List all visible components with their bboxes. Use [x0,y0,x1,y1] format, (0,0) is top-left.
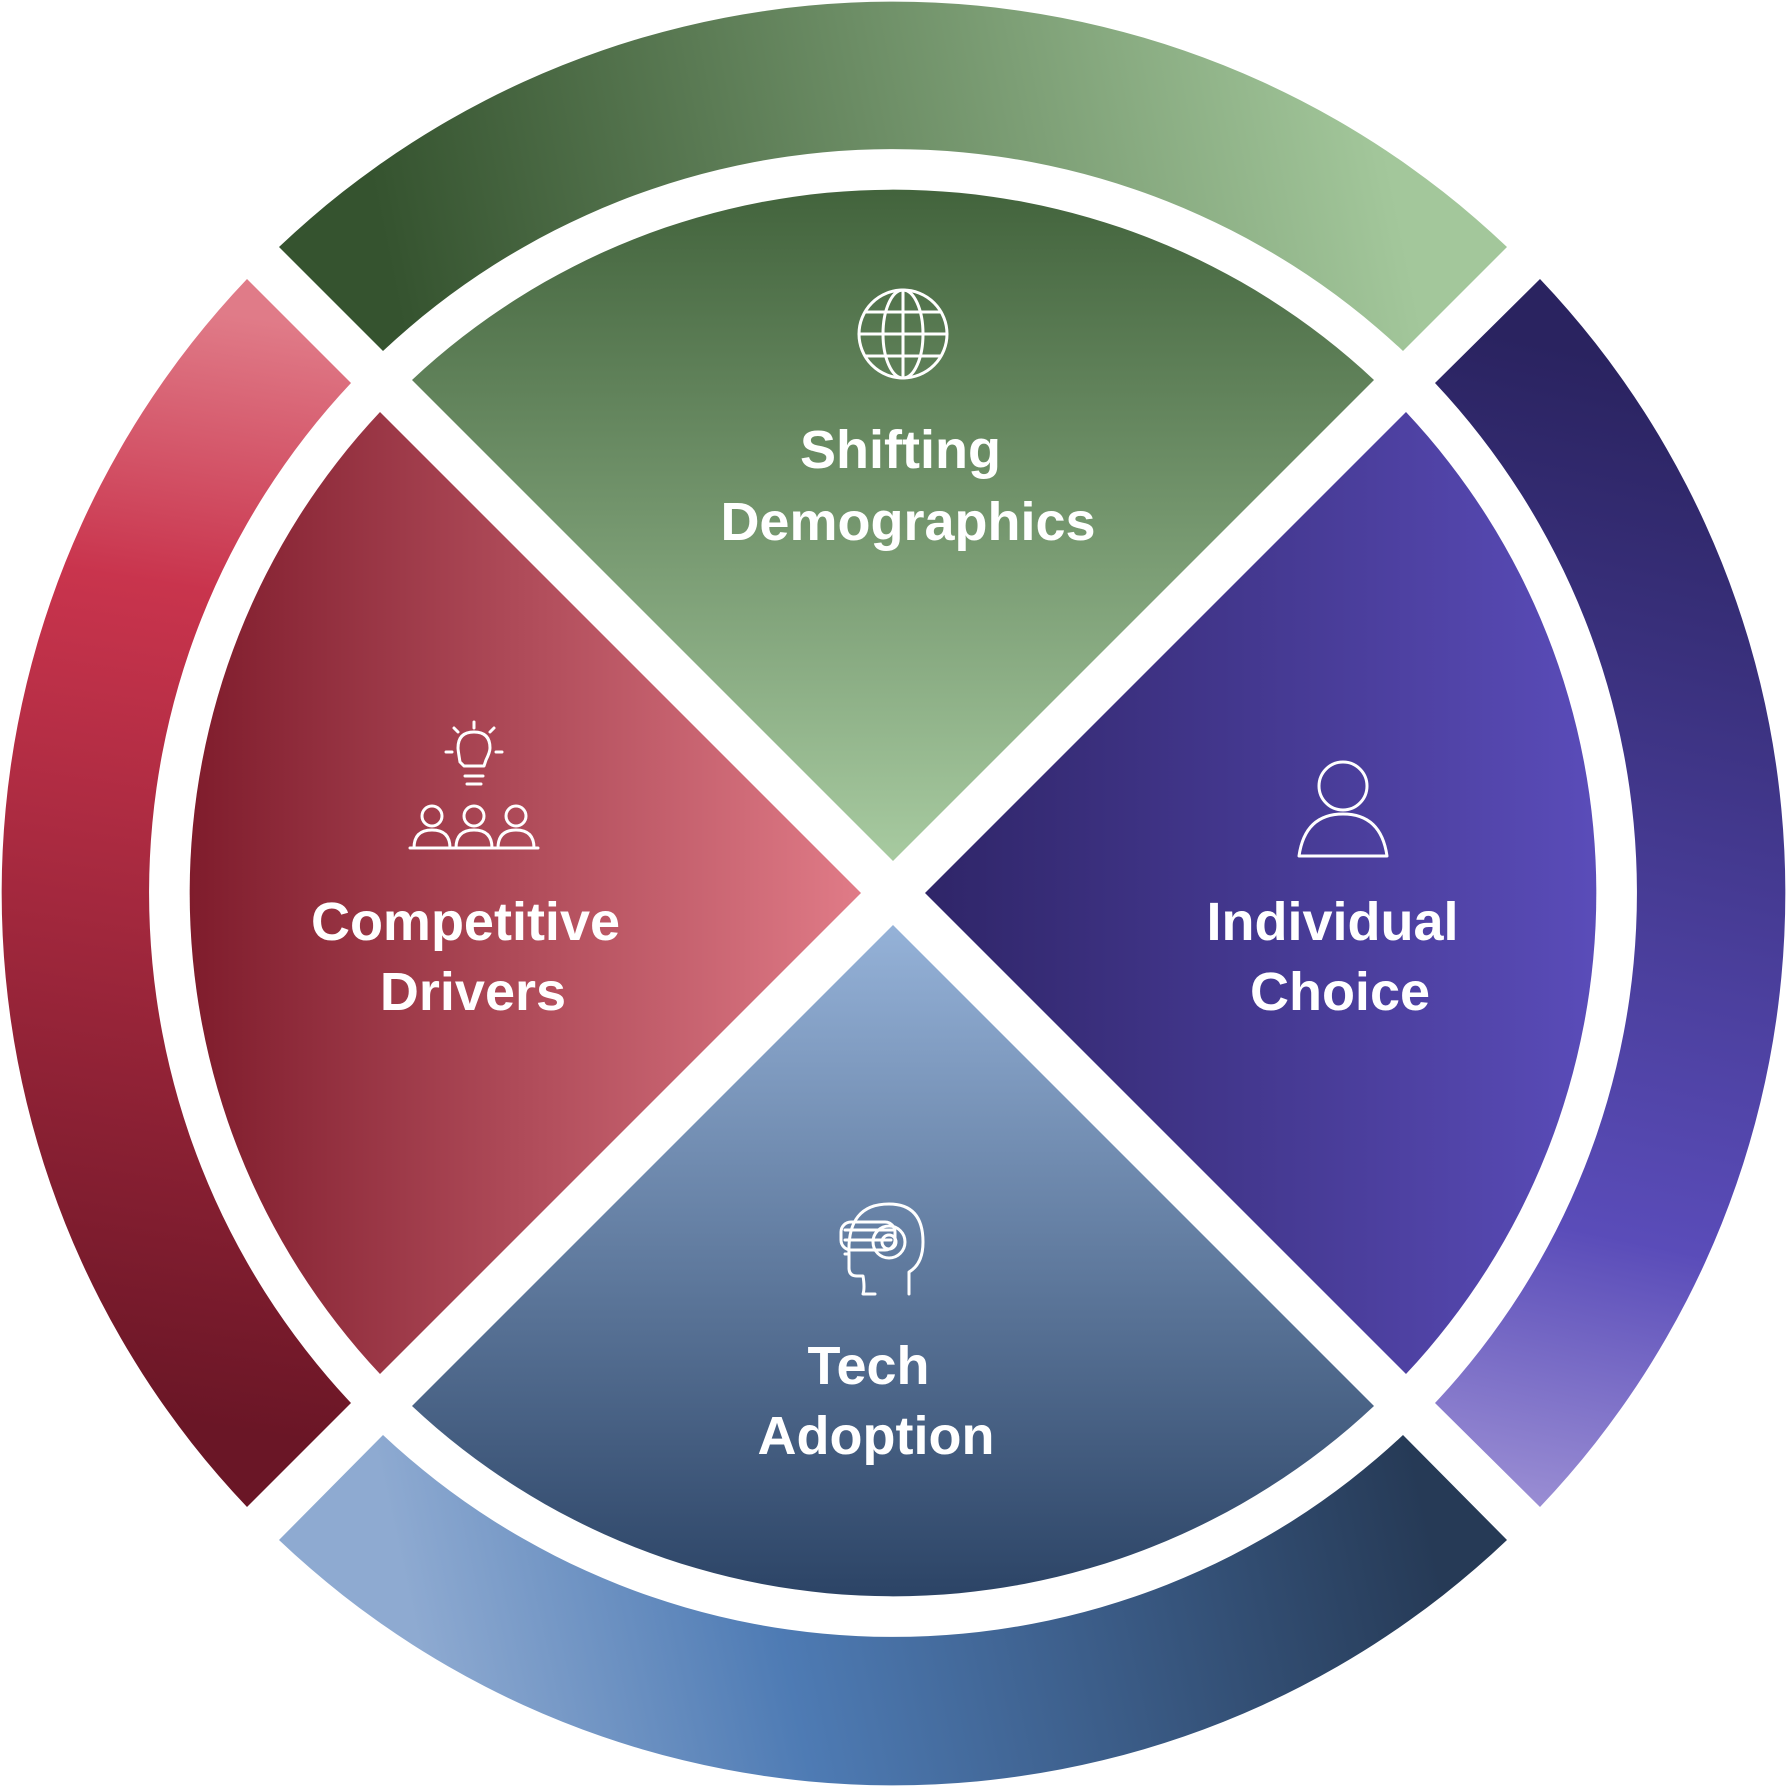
wedge-top [412,189,1374,861]
wedge-left [189,412,861,1374]
ring-arc-right [1435,279,1786,1507]
ring-arc-left [1,279,352,1507]
team-idea-icon [408,720,540,850]
inner-wedges [189,189,1597,1597]
vr-headset-icon [839,1202,925,1296]
wedge-right [925,412,1597,1374]
ring-arc-bottom [279,1435,1507,1786]
ring-arc-top [279,1,1507,352]
label-competitive-drivers: Competitive Drivers [311,892,635,1022]
label-tech-adoption: Tech Adoption [758,1336,995,1466]
label-individual-choice: Individual Choice [1206,892,1473,1022]
label-shifting-demographics: Shifting Demographics [720,420,1095,552]
person-icon [1297,760,1389,858]
globe-icon [857,288,949,380]
wedge-bottom [412,925,1374,1597]
